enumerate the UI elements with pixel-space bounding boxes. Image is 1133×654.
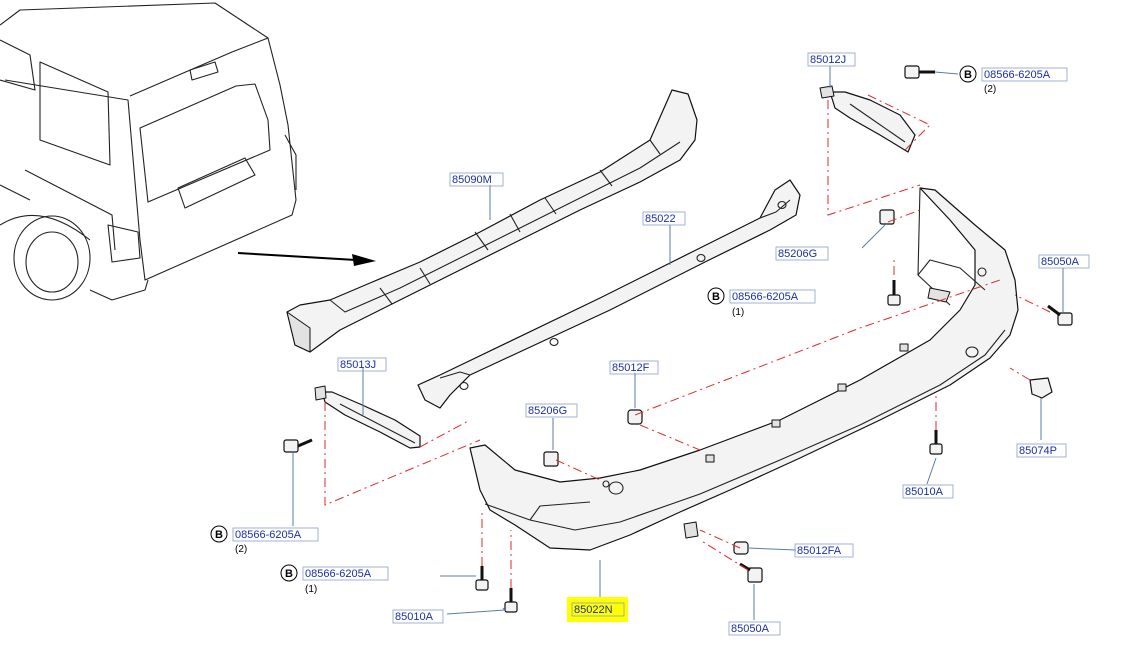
energy-absorber-part bbox=[286, 89, 698, 353]
assembly-dash-lines bbox=[324, 94, 1051, 588]
bolt-callout-letter: B bbox=[964, 69, 972, 81]
bolt-callout-left: B 08566-6205A (2) bbox=[210, 525, 319, 555]
label-85050a-bottom[interactable]: 85050A bbox=[731, 623, 770, 635]
leader-lines bbox=[292, 66, 1064, 620]
label-85013j[interactable]: 85013J bbox=[340, 359, 376, 371]
bolt-callout-letter: B bbox=[285, 568, 293, 580]
nut-85206g-left bbox=[543, 451, 559, 467]
bolt-callout-qty: (2) bbox=[235, 544, 247, 555]
label-85206g-right[interactable]: 85206G bbox=[778, 248, 817, 260]
bolt-top-right bbox=[904, 65, 935, 79]
bolt-callout-top-right: B 08566-6205A (2) bbox=[959, 65, 1068, 95]
bumper-fascia-part bbox=[469, 187, 1019, 551]
bolt-callout-part[interactable]: 08566-6205A bbox=[235, 529, 302, 541]
bolt-callout-mid: B 08566-6205A (1) bbox=[707, 287, 816, 318]
reinforcement-beam-part bbox=[417, 179, 801, 409]
label-85206g-left[interactable]: 85206G bbox=[528, 405, 567, 417]
part-labels: 85012J 85090M 85022 85206G 85050A 85013J… bbox=[337, 52, 1090, 636]
label-85022n[interactable]: 85022N bbox=[574, 604, 613, 616]
screw-85010a-right bbox=[929, 430, 943, 455]
bolt-callout-part[interactable]: 08566-6205A bbox=[305, 568, 372, 580]
bolt-callout-bottom-left: B 08566-6205A (1) bbox=[280, 564, 389, 595]
bolt-callout-qty: (1) bbox=[732, 307, 744, 318]
bolt-left bbox=[283, 438, 313, 453]
clip-85012fa bbox=[733, 541, 749, 555]
sensor-cap-85074p bbox=[1029, 377, 1053, 399]
bolt-callout-qty: (2) bbox=[984, 84, 996, 95]
bolt-callout-letter: B bbox=[712, 291, 720, 303]
label-85074p[interactable]: 85074P bbox=[1019, 445, 1057, 457]
highlight-85022n bbox=[567, 597, 628, 622]
bolt-85050a-bottom bbox=[739, 562, 763, 583]
screw-85010a-left bbox=[504, 588, 518, 613]
right-side-bracket-part bbox=[819, 85, 916, 153]
bolt-85050a-right bbox=[1047, 304, 1073, 326]
label-85012fa[interactable]: 85012FA bbox=[797, 545, 842, 557]
label-85012j[interactable]: 85012J bbox=[810, 54, 846, 66]
nut-85206g-right bbox=[879, 209, 895, 225]
bolt-callout-part[interactable]: 08566-6205A bbox=[732, 291, 799, 303]
van-rear-illustration bbox=[0, 2, 297, 301]
bolt-callout-qty: (1) bbox=[305, 584, 317, 595]
screw-mid-right bbox=[887, 280, 901, 306]
label-85050a-right[interactable]: 85050A bbox=[1041, 256, 1080, 268]
screw-bottom-left bbox=[475, 566, 489, 591]
bolt-callout-letter: B bbox=[215, 529, 223, 541]
pointer-arrow bbox=[237, 252, 376, 266]
label-85010a-right[interactable]: 85010A bbox=[905, 486, 944, 498]
fascia-clips bbox=[705, 343, 909, 463]
label-85090m[interactable]: 85090M bbox=[452, 174, 492, 186]
clip-85012f bbox=[627, 409, 643, 425]
bolt-callout-part[interactable]: 08566-6205A bbox=[984, 69, 1051, 81]
label-85022[interactable]: 85022 bbox=[645, 213, 676, 225]
left-side-bracket-part bbox=[314, 385, 421, 449]
label-85010a-left[interactable]: 85010A bbox=[395, 611, 434, 623]
label-85012f[interactable]: 85012F bbox=[612, 362, 650, 374]
